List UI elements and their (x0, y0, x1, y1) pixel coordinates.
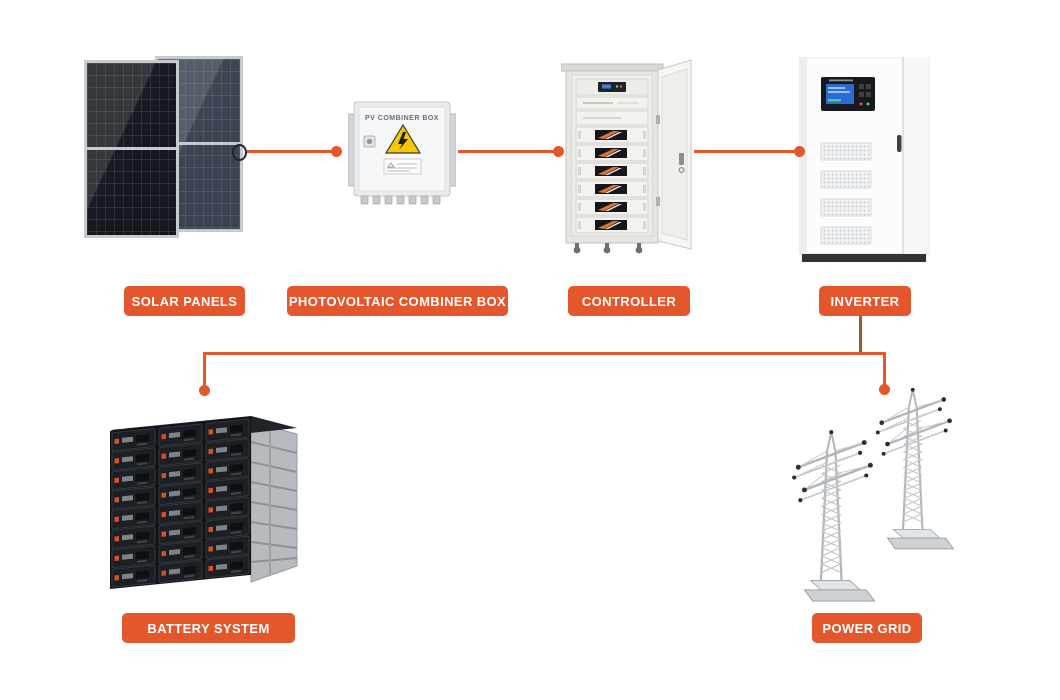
connector-drop-grid (883, 352, 886, 385)
panel-rail (157, 142, 241, 145)
panel-rail (86, 147, 177, 150)
display-module (575, 78, 649, 96)
control-modules (575, 96, 649, 126)
body-shade (800, 57, 807, 254)
controller-illustration (561, 59, 692, 254)
cable-glands (360, 195, 441, 205)
battery-system-illustration (110, 416, 298, 589)
warning-triangle-icon (384, 123, 422, 154)
label-solar-panels: SOLAR PANELS (124, 286, 245, 316)
solar-panels-illustration (84, 56, 247, 239)
door-lock-icon (678, 153, 685, 173)
panel-cable-icon (232, 144, 247, 161)
label-battery-system: BATTERY SYSTEM (122, 613, 295, 643)
combiner-box-illustration: PV COMBINER BOX (348, 101, 456, 205)
connector-controller-to-inverter (694, 150, 801, 153)
vent-grilles (820, 142, 872, 245)
power-grid-illustration (790, 386, 955, 602)
cabinet-door (656, 59, 692, 250)
junction-dot-battery (199, 385, 210, 396)
connector-solar-to-combiner (247, 150, 337, 153)
casters (573, 243, 643, 254)
plinth (802, 254, 926, 262)
connector-trunk (203, 352, 886, 355)
junction-dot-power-grid (879, 384, 890, 395)
label-power-grid: POWER GRID (812, 613, 922, 643)
connector-drop-battery (203, 352, 206, 386)
junction-dot-inverter (794, 146, 805, 157)
battery-modules (575, 126, 649, 234)
label-inverter: INVERTER (819, 286, 911, 316)
connector-inverter-stem (859, 315, 862, 354)
control-panel (821, 77, 875, 111)
label-controller: CONTROLLER (568, 286, 690, 316)
junction-dot-combiner (331, 146, 342, 157)
door-handle-icon (897, 135, 902, 152)
rack-side-frame (250, 421, 298, 583)
rack-front-face (110, 416, 251, 589)
transmission-tower-front (790, 428, 876, 602)
side-door (903, 57, 929, 254)
label-photovoltaic-combiner-box: PHOTOVOLTAIC COMBINER BOX (287, 286, 508, 316)
cabinet-top (561, 63, 664, 72)
junction-dot-controller (553, 146, 564, 157)
solar-panel-front (84, 60, 179, 238)
spec-sticker (383, 158, 422, 175)
transmission-tower-back (874, 386, 955, 551)
inverter-illustration (799, 57, 930, 262)
combiner-box-printed-text: PV COMBINER BOX (365, 115, 439, 122)
lock-icon (363, 135, 376, 148)
connector-combiner-to-controller (458, 150, 560, 153)
